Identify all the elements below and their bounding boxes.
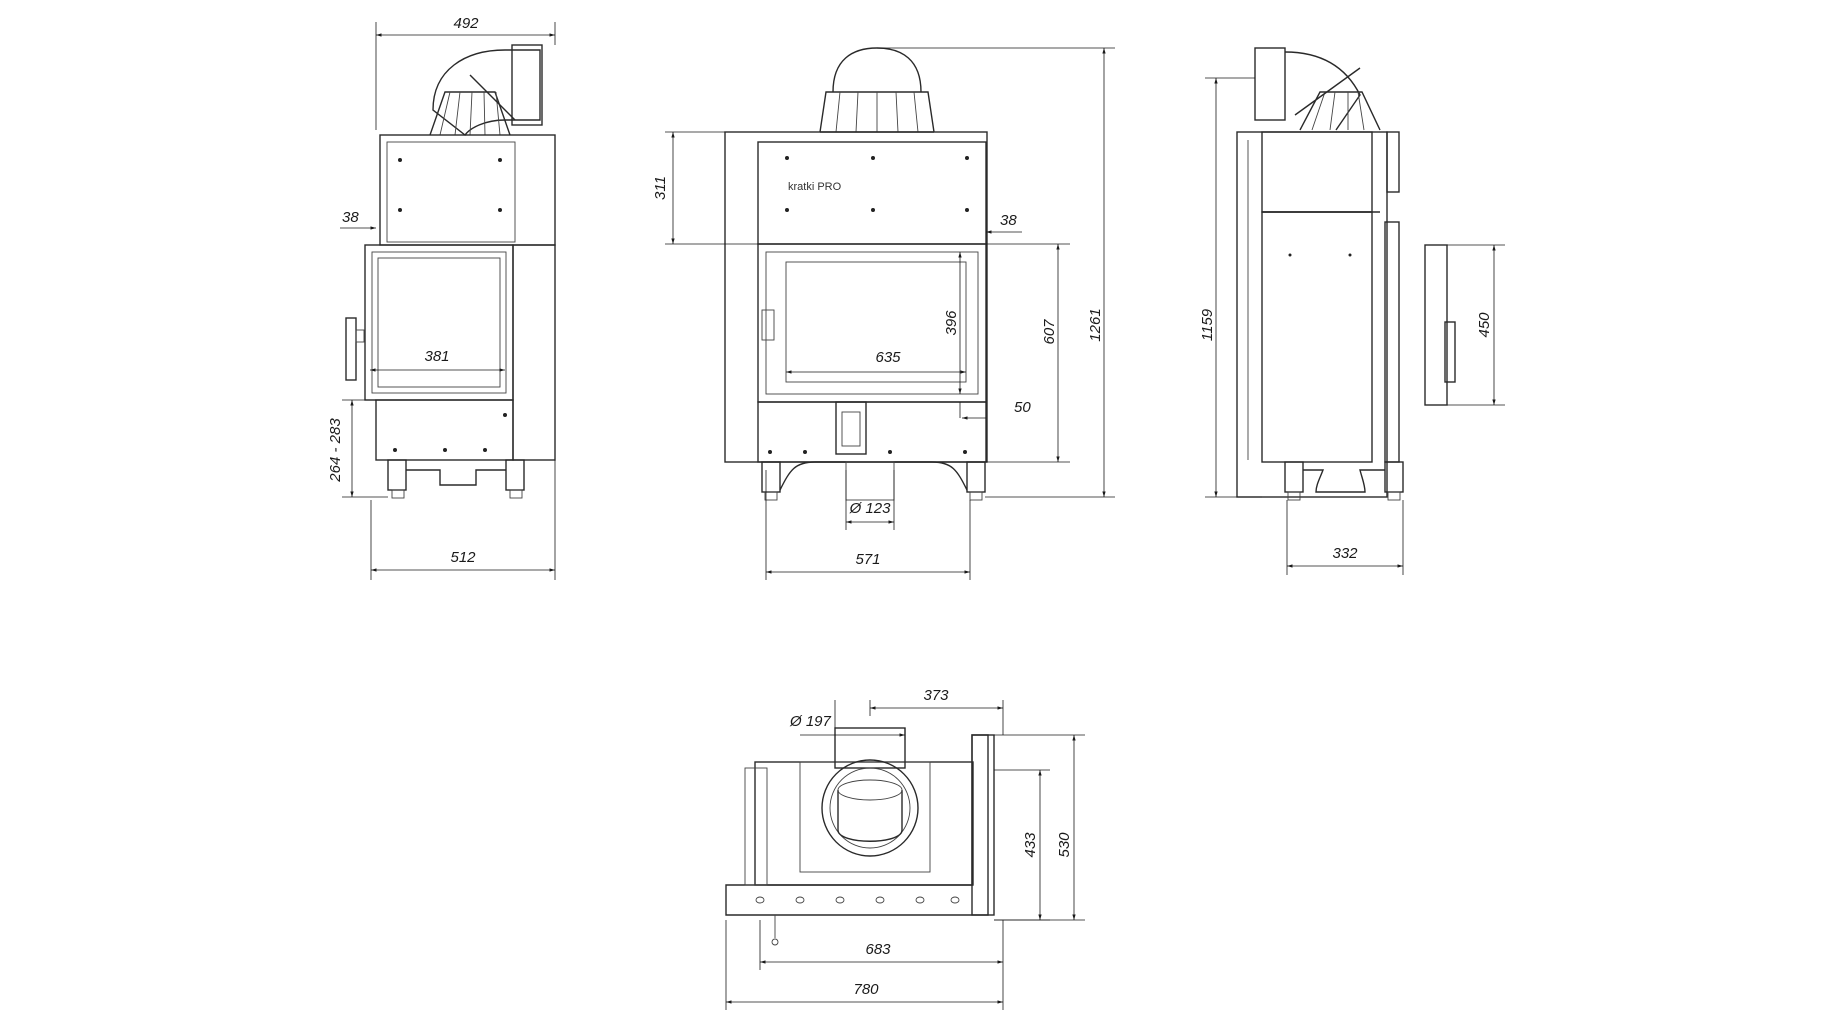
dim-depth-inner: 433 [1022,832,1039,858]
dim-width-total: 780 [853,981,879,998]
dim-width-inner: 683 [865,941,891,958]
dim-leg-height: 264 - 283 [327,418,344,483]
dim-frame-offset: 38 [342,209,359,226]
dim-door-height: 450 [1476,312,1493,338]
dim-bottom-offset: 50 [1014,399,1031,416]
brand-logo: kratki PRO [788,181,842,193]
side-view-left: 492 38 381 264 - 283 512 [327,15,556,580]
dim-glass-height: 396 [943,310,960,336]
dim-bottom-width: 512 [450,549,476,566]
dim-flue-offset: 373 [923,687,949,704]
dim-bottom-width-right: 332 [1332,545,1358,562]
dim-total-height: 1261 [1087,308,1104,341]
dim-flue-diameter-front: Ø 123 [849,500,892,517]
dim-top-width: 492 [453,15,479,32]
front-view: kratki PRO 311 38 396 607 1261 [652,47,1115,580]
dim-glass-width: 381 [424,348,449,365]
dim-glass-width-front: 635 [875,349,901,366]
top-view: Ø 197 373 433 530 683 780 [725,687,1085,1010]
dim-frame-height: 607 [1041,319,1058,345]
dim-top-height: 311 [652,176,669,200]
dim-flue-diameter-top: Ø 197 [789,713,832,730]
dim-depth-total: 530 [1056,832,1073,858]
dim-frame-offset-front: 38 [1000,212,1017,229]
dim-height-right: 1159 [1199,308,1216,341]
side-view-right: 1159 450 332 [1199,47,1505,575]
dim-bottom-width-front: 571 [855,551,880,568]
